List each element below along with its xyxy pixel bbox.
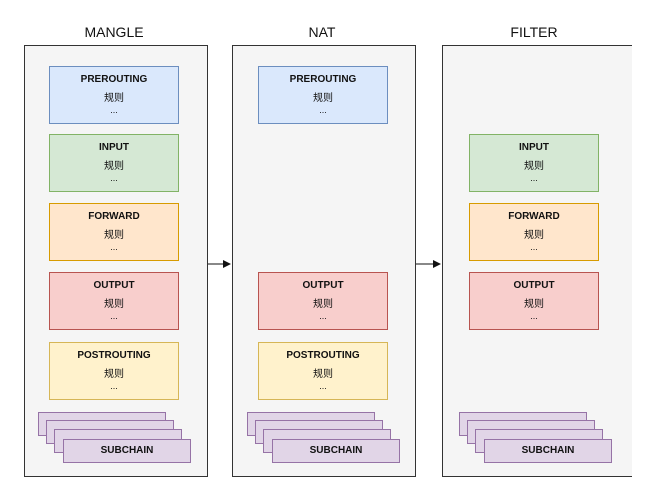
mangle-prerouting-chain: PREROUTING 规则 ... [49, 66, 179, 124]
chain-name: OUTPUT [302, 280, 344, 291]
chain-dots: ... [110, 242, 118, 252]
chain-name: PREROUTING [289, 74, 357, 85]
chain-rule: 规则 [313, 369, 333, 380]
chain-rule: 规则 [104, 230, 124, 241]
filter-subchain-card [484, 439, 612, 463]
nat-postrouting-chain: POSTROUTING 规则 ... [258, 342, 388, 400]
chain-name: POSTROUTING [77, 350, 151, 361]
filter-panel [442, 45, 632, 477]
chain-rule: 规则 [104, 93, 124, 104]
chain-rule: 规则 [313, 93, 333, 104]
nat-prerouting-chain: PREROUTING 规则 ... [258, 66, 388, 124]
chain-rule: 规则 [104, 299, 124, 310]
chain-name: OUTPUT [513, 280, 555, 291]
chain-dots: ... [110, 173, 118, 183]
filter-subchain-label: SUBCHAIN [521, 445, 575, 456]
nat-subchain-label: SUBCHAIN [309, 445, 363, 456]
chain-name: PREROUTING [80, 74, 148, 85]
chain-name: INPUT [99, 142, 129, 153]
mangle-subchain-card [63, 439, 191, 463]
nat-title: NAT [308, 24, 336, 40]
chain-dots: ... [530, 242, 538, 252]
chain-dots: ... [319, 105, 327, 115]
nat-subchain-card [272, 439, 400, 463]
chain-name: OUTPUT [93, 280, 135, 291]
chain-rule: 规则 [524, 230, 544, 241]
mangle-subchain-label: SUBCHAIN [100, 445, 154, 456]
chain-dots: ... [530, 311, 538, 321]
mangle-output-chain: OUTPUT 规则 ... [49, 272, 179, 330]
chain-rule: 规则 [104, 161, 124, 172]
chain-dots: ... [319, 381, 327, 391]
filter-input-chain: INPUT 规则 ... [469, 134, 599, 192]
mangle-input-chain: INPUT 规则 ... [49, 134, 179, 192]
filter-title: FILTER [510, 24, 558, 40]
chain-dots: ... [110, 381, 118, 391]
nat-output-chain: OUTPUT 规则 ... [258, 272, 388, 330]
filter-forward-chain: FORWARD 规则 ... [469, 203, 599, 261]
chain-rule: 规则 [104, 369, 124, 380]
chain-name: FORWARD [508, 211, 560, 222]
chain-dots: ... [530, 173, 538, 183]
chain-name: FORWARD [88, 211, 140, 222]
chain-rule: 规则 [524, 299, 544, 310]
chain-name: INPUT [519, 142, 549, 153]
mangle-postrouting-chain: POSTROUTING 规则 ... [49, 342, 179, 400]
filter-output-chain: OUTPUT 规则 ... [469, 272, 599, 330]
chain-name: POSTROUTING [286, 350, 360, 361]
chain-dots: ... [110, 311, 118, 321]
mangle-forward-chain: FORWARD 规则 ... [49, 203, 179, 261]
chain-rule: 规则 [313, 299, 333, 310]
chain-dots: ... [319, 311, 327, 321]
chain-dots: ... [110, 105, 118, 115]
mangle-title: MANGLE [84, 24, 144, 40]
chain-rule: 规则 [524, 161, 544, 172]
